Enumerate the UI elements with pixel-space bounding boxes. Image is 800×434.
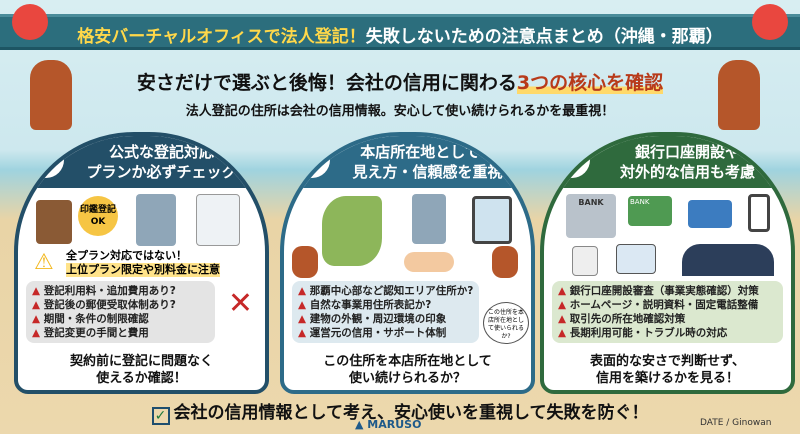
panel-number: 1 <box>28 142 64 178</box>
panel-title: 対外的な信用も考慮 <box>619 163 755 181</box>
alert-line: 上位プラン限定や別料金に注意 <box>66 263 220 277</box>
panel-number: 2 <box>294 142 330 178</box>
bubble-text: 印鑑登記OK <box>79 205 116 227</box>
panel-title: プランか必ずチェック <box>86 163 237 181</box>
business-people-icon <box>682 244 774 276</box>
checklist-item: 建物の外観・周辺環境の印象 <box>298 312 473 326</box>
checklist-item: 期間・条件の制限確認 <box>32 312 209 326</box>
hibiscus-icon <box>752 4 788 40</box>
x-mark-icon: ✕ <box>227 286 253 321</box>
alert-text: 全プラン対応ではない！上位プラン限定や別料金に注意 <box>66 249 220 277</box>
panel-title: 銀行口座開設や <box>634 143 740 161</box>
checklist-item: 取引先の所在地確認対策 <box>558 312 777 326</box>
checklist-item: ホームページ・説明資料・固定電話整備 <box>558 298 777 312</box>
panel-2: 2 本店所在地としての 見え方・信頼感を重視 那覇中心部など認知エリア住所か? … <box>280 132 535 394</box>
passbook-label: BANK <box>630 198 650 206</box>
warning-icon: ⚠ <box>34 250 54 275</box>
handshake-icon <box>404 252 454 272</box>
panel-conclusion: 使えるか確認！ <box>96 371 187 386</box>
shisa-icon <box>492 246 518 278</box>
building-icon <box>412 194 446 244</box>
passbook-icon: BANK <box>628 196 672 226</box>
hibiscus-icon <box>12 4 48 40</box>
panel-conclusion: 使い続けられるか？ <box>348 371 466 386</box>
panel-conclusion: 信用を築けるかを見る！ <box>595 371 739 386</box>
title-banner: 格安バーチャルオフィスで法人登記！失敗しないための注意点まとめ（沖縄・那覇） <box>0 14 800 50</box>
checklist-item: 銀行口座開設審査（事業実態確認）対策 <box>558 284 777 298</box>
building-icon <box>136 194 176 246</box>
checklist-item: 登記後の郵便受取体制あり? <box>32 298 209 312</box>
headline-main: 安さだけで選ぶと後悔！会社の信用に関わる <box>136 72 517 94</box>
bank-icon: BANK <box>566 194 616 238</box>
shisa-icon <box>718 60 760 130</box>
thought-bubble: この住所を本店所在地として使いられるか? <box>483 302 529 344</box>
panel-conclusion: 契約前に登記に問題なく <box>69 354 213 369</box>
credit-text: DATE / Ginowan <box>700 418 772 428</box>
stamp-icon <box>36 200 72 244</box>
checklist-item: 那覇中心部など認知エリア住所か? <box>298 284 474 298</box>
checklist: 那覇中心部など認知エリア住所か? 自然な事業用住所表記か? 建物の外観・周辺環境… <box>292 281 479 343</box>
checklist-item: 自然な事業用住所表記か? <box>298 298 473 312</box>
panel-3: 3 銀行口座開設や 対外的な信用も考慮 BANK BANK 銀行口座開設審査（事… <box>540 132 795 394</box>
footer-text: 会社の信用情報として考え、安心使いを重視して失敗を防ぐ！ <box>173 403 649 423</box>
smartphone-icon <box>748 194 770 232</box>
tablet-meeting-icon <box>472 196 512 244</box>
alert-line: 全プラン対応ではない！ <box>66 249 187 262</box>
subheadline: 法人登記の住所は会社の信用情報。安心して使い続けられるかを最重視！ <box>185 104 615 119</box>
panel-title: 見え方・信頼感を重視 <box>352 163 503 181</box>
headline-highlight: 3つの核心を確認 <box>516 72 664 94</box>
bank-label: BANK <box>578 198 604 207</box>
checklist-item: 登記変更の手間と費用 <box>32 326 209 340</box>
footer-message: ✓会社の信用情報として考え、安心使いを重視して失敗を防ぐ！ <box>120 398 680 425</box>
panel-1-header: 1 公式な登記対応 プランか必ずチェック <box>18 136 265 188</box>
speech-bubble: 印鑑登記OK <box>78 196 118 236</box>
panel-number: 3 <box>554 142 590 178</box>
panel-3-header: 3 銀行口座開設や 対外的な信用も考慮 <box>544 136 791 188</box>
panel-conclusion: この住所を本店所在地として <box>323 354 492 369</box>
contract-magnifier-icon <box>196 194 240 246</box>
title-highlight: 格安バーチャルオフィスで法人登記！ <box>77 27 366 47</box>
panel-title: 本店所在地としての <box>360 143 495 161</box>
checklist-item: 登記利用料・追加費用あり? <box>32 284 209 298</box>
headline: 安さだけで選ぶと後悔！会社の信用に関わる3つの核心を確認 <box>0 68 800 95</box>
credit-card-icon <box>688 200 732 228</box>
checklist: 銀行口座開設審査（事業実態確認）対策 ホームページ・説明資料・固定電話整備 取引… <box>552 281 783 343</box>
document-search-icon <box>572 246 598 276</box>
checkbox-icon: ✓ <box>151 407 170 425</box>
okinawa-map-icon <box>322 196 382 266</box>
checklist: 登記利用料・追加費用あり? 登記後の郵便受取体制あり? 期間・条件の制限確認 登… <box>26 281 215 343</box>
shisa-icon <box>292 246 318 278</box>
panel-conclusion: 表面的な安さで判断せず、 <box>589 354 746 369</box>
checklist-item: 長期利用可能・トラブル時の対応 <box>558 326 777 340</box>
logo-text: MARUSO <box>367 418 422 431</box>
panel-title: 公式な登記対応 <box>108 143 214 161</box>
web-search-icon <box>616 244 656 274</box>
title-rest: 失敗しないための注意点まとめ（沖縄・那覇） <box>365 27 723 47</box>
shisa-icon <box>30 60 72 130</box>
panel-1: 1 公式な登記対応 プランか必ずチェック 印鑑登記OK ⚠ 全プラン対応ではない… <box>14 132 269 394</box>
checklist-item: 運営元の信用・サポート体制 <box>298 326 473 340</box>
panel-2-header: 2 本店所在地としての 見え方・信頼感を重視 <box>284 136 531 188</box>
maruso-logo: ▲ MARUSO <box>355 418 422 431</box>
